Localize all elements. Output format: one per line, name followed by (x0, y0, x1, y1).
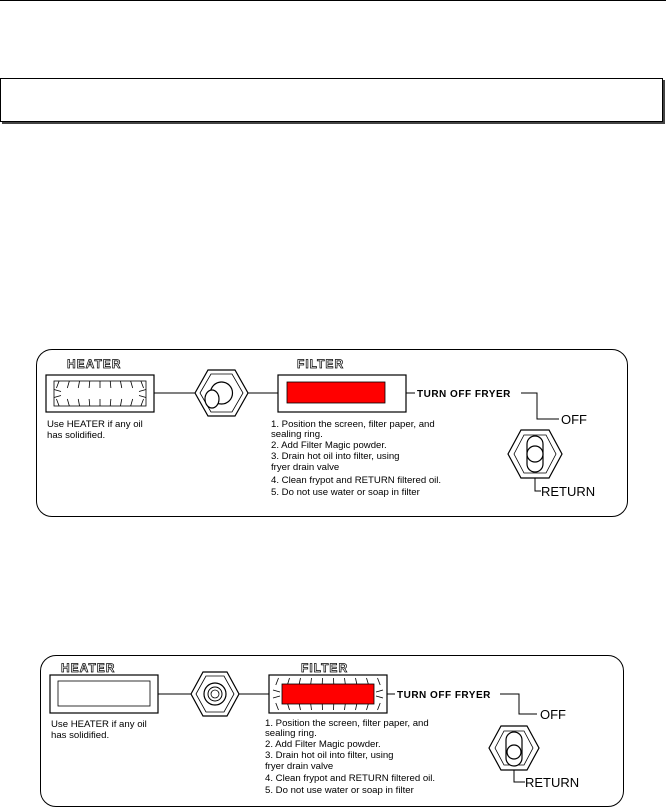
filter-indicator-red (286, 381, 386, 404)
heater-note-line-2: has solidified. (47, 430, 105, 441)
control-panel-heater-mode: HEATER Use HEATER if any oil has solidif… (36, 349, 628, 517)
glow-ray (66, 380, 70, 389)
glow-ray (77, 380, 80, 389)
note-box (0, 78, 663, 122)
glow-ray (140, 380, 144, 389)
glow-ray (275, 702, 279, 711)
step-5: 5. Do not use water or soap in filter (271, 487, 421, 498)
heater-title: HEATER (67, 357, 121, 371)
step-3: 3. Drain hot oil into filter, using (271, 451, 400, 462)
top-rule (0, 0, 666, 1)
heater-title: HEATER (61, 661, 115, 675)
step-1-cont: sealing ring. (265, 728, 317, 739)
glow-ray (377, 702, 381, 711)
panel-2-graphic: HEATER Use HEATER if any oil has solidif… (49, 661, 579, 796)
glow-ray (120, 380, 123, 389)
glow-ray (56, 398, 60, 407)
off-label: OFF (540, 707, 566, 722)
filter-title: FILTER (301, 661, 348, 675)
step-3-cont: fryer drain valve (271, 462, 339, 473)
heater-note-line-1: Use HEATER if any oil (51, 719, 147, 730)
step-5: 5. Do not use water or soap in filter (265, 785, 415, 796)
return-label: RETURN (525, 775, 579, 790)
turn-off-fryer-label: TURN OFF FRYER (417, 389, 511, 400)
glow-ray (88, 380, 91, 389)
glow-ray (77, 398, 80, 407)
step-1: 1. Position the screen, filter paper, an… (271, 419, 435, 430)
glow-ray (109, 380, 112, 389)
glow-ray (109, 398, 112, 407)
glow-ray (138, 395, 147, 398)
step-2: 2. Add Filter Magic powder. (271, 440, 387, 451)
step-1-cont: sealing ring. (271, 429, 323, 440)
control-panel-filter-mode: HEATER Use HEATER if any oil has solidif… (40, 655, 624, 807)
step-1: 1. Position the screen, filter paper, an… (265, 718, 429, 729)
return-label: RETURN (541, 484, 595, 499)
glow-ray (272, 689, 281, 693)
step-4: 4. Clean frypot and RETURN filtered oil. (265, 773, 435, 784)
step-3: 3. Drain hot oil into filter, using (265, 750, 394, 761)
glow-ray (138, 389, 147, 392)
glow-ray (272, 695, 281, 699)
heater-toggle-switch[interactable] (190, 671, 240, 717)
return-valve-switch[interactable] (507, 429, 563, 479)
glow-ray (53, 395, 62, 398)
glow-ray (375, 695, 384, 699)
step-4: 4. Clean frypot and RETURN filtered oil. (271, 475, 441, 486)
glow-ray (88, 398, 91, 407)
heater-toggle-switch[interactable] (194, 369, 249, 417)
glow-ray (375, 689, 384, 693)
glow-ray (53, 389, 62, 392)
heater-indicator-inner (57, 680, 151, 707)
step-2: 2. Add Filter Magic powder. (265, 739, 381, 750)
panel-1-graphic: HEATER Use HEATER if any oil has solidif… (45, 357, 595, 499)
filter-title: FILTER (297, 357, 344, 371)
heater-note-line-1: Use HEATER if any oil (47, 419, 143, 430)
glow-ray (66, 398, 70, 407)
return-valve-switch[interactable] (488, 725, 540, 771)
glow-ray (140, 398, 144, 407)
filter-indicator-red (281, 683, 375, 705)
step-3-cont: fryer drain valve (265, 761, 333, 772)
heater-glow-rays (53, 380, 147, 407)
glow-ray (275, 677, 279, 686)
off-label: OFF (561, 412, 587, 427)
glow-ray (120, 398, 123, 407)
turn-off-fryer-label: TURN OFF FRYER (397, 690, 491, 701)
heater-note-line-2: has solidified. (51, 730, 109, 741)
glow-ray (130, 380, 134, 389)
glow-ray (130, 398, 134, 407)
glow-ray (377, 677, 381, 686)
glow-ray (56, 380, 60, 389)
